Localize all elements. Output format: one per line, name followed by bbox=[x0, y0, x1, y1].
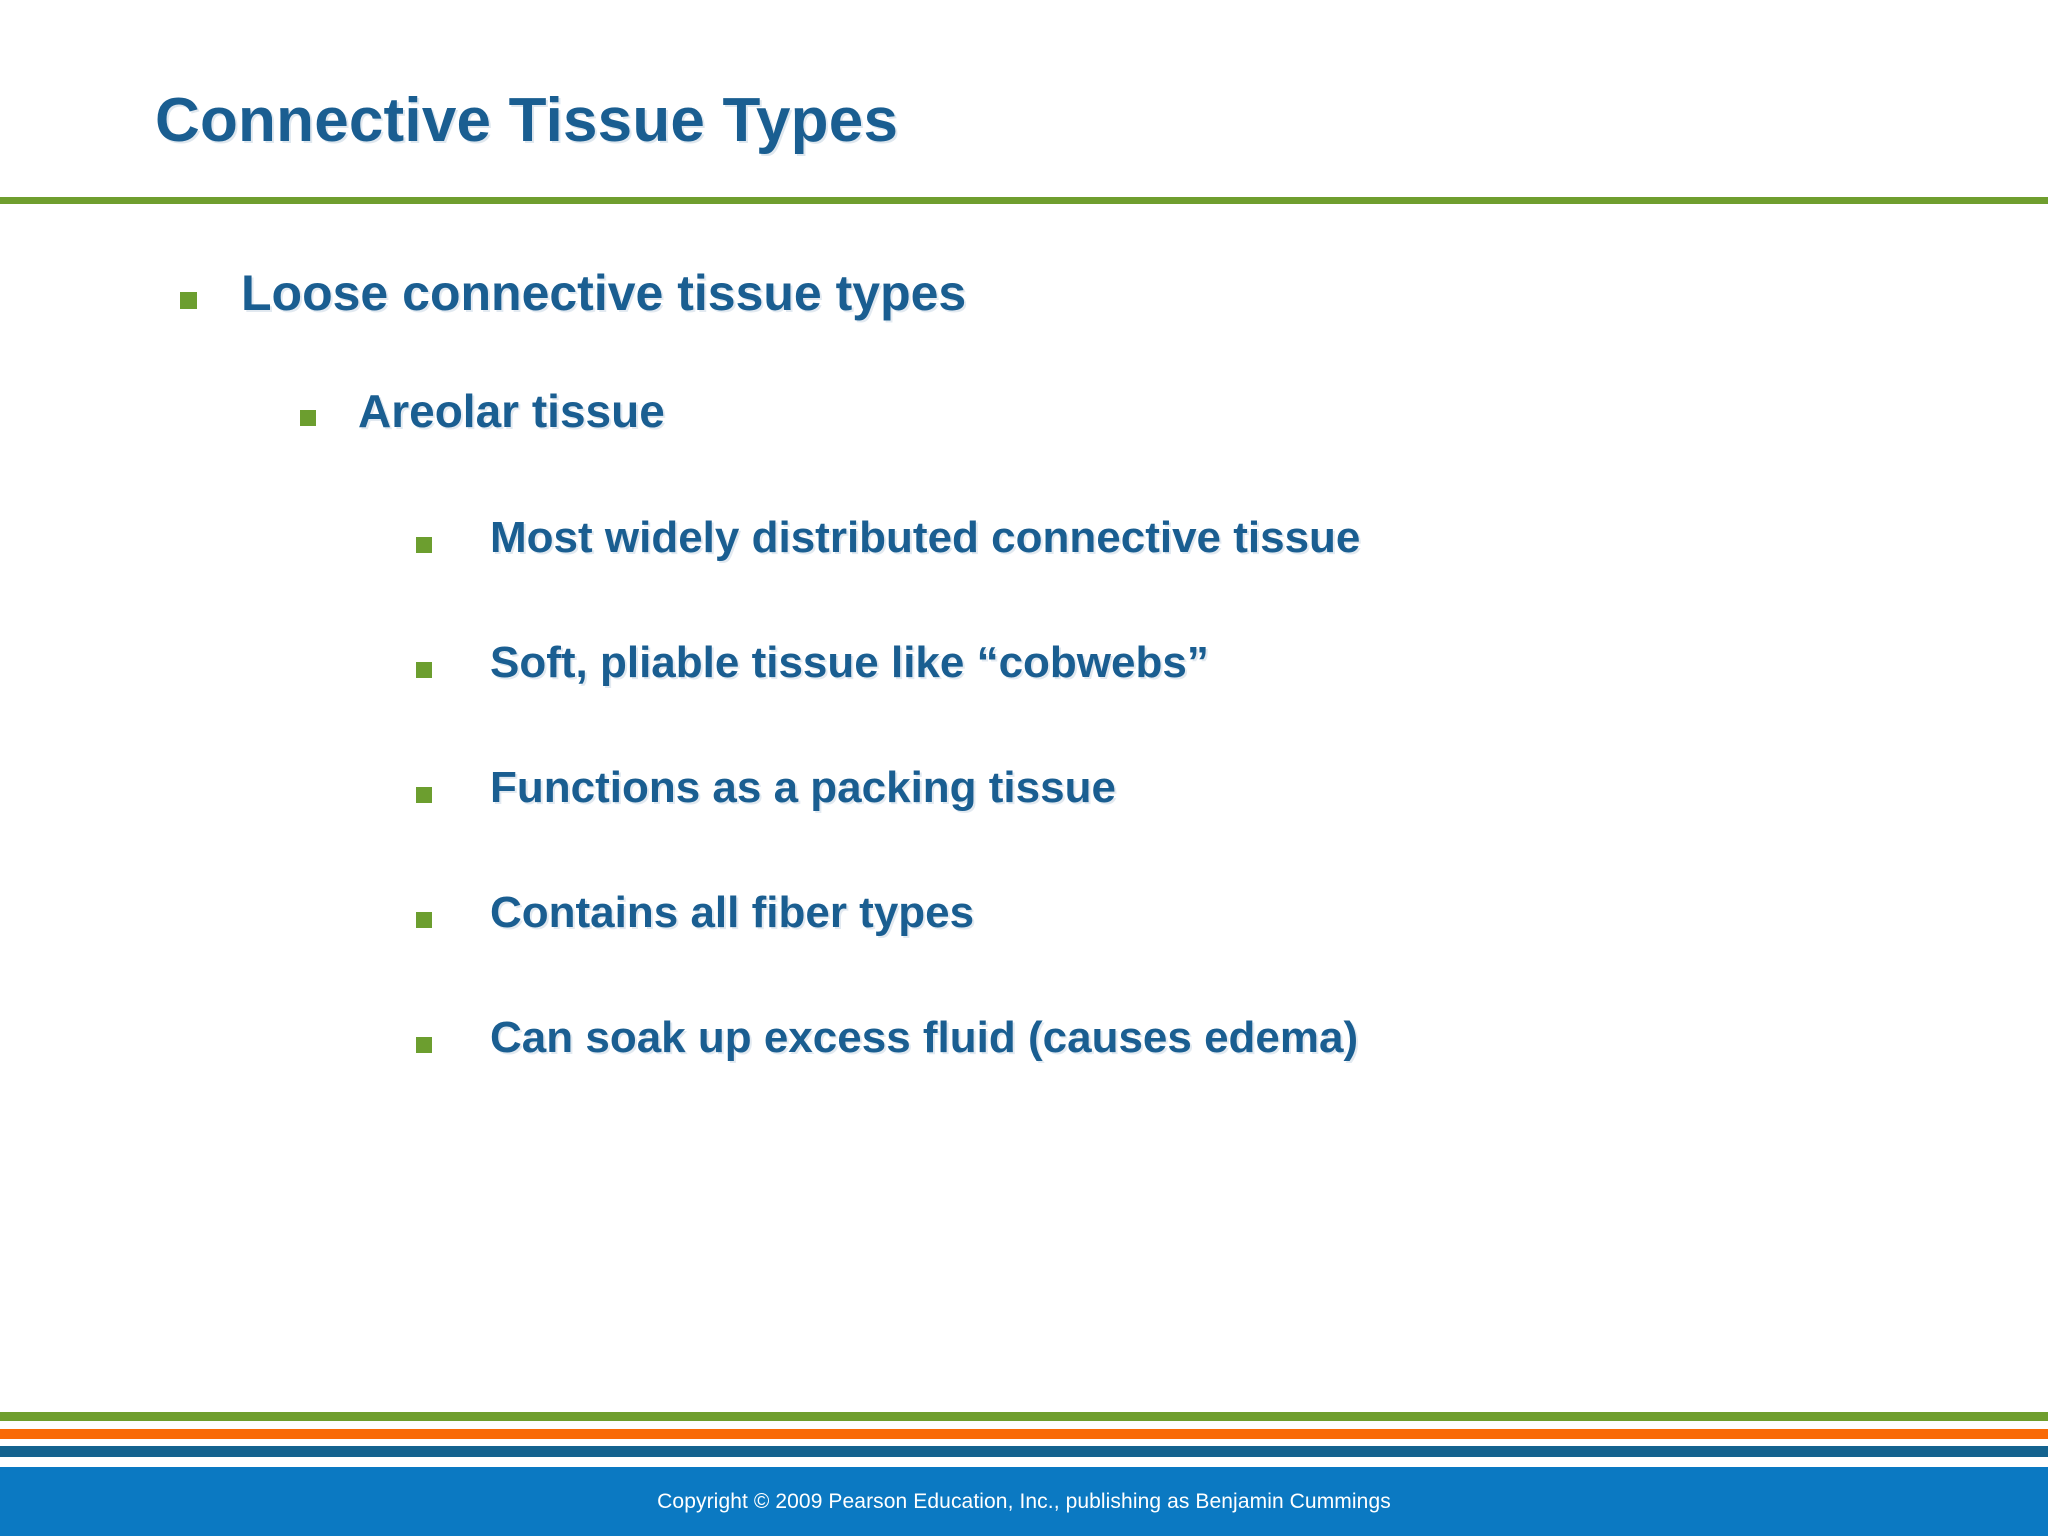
copyright-notice: Copyright © 2009 Pearson Education, Inc.… bbox=[657, 1490, 1391, 1513]
bullet-text: Contains all fiber types bbox=[490, 888, 975, 937]
footer-rule-orange bbox=[0, 1429, 2048, 1439]
green-square-bullet-icon bbox=[416, 1037, 432, 1053]
bullet-item-level3: Can soak up excess fluid (causes edema) bbox=[416, 1016, 1358, 1060]
bullet-item-level1: Loose connective tissue types bbox=[180, 268, 966, 318]
bullet-item-level2: Areolar tissue bbox=[300, 388, 665, 434]
bullet-text: Areolar tissue bbox=[358, 385, 665, 437]
bullet-text: Most widely distributed connective tissu… bbox=[490, 513, 1361, 562]
green-square-bullet-icon bbox=[416, 662, 432, 678]
green-square-bullet-icon bbox=[300, 410, 316, 426]
bullet-item-level3: Soft, pliable tissue like “cobwebs” bbox=[416, 641, 1209, 685]
bullet-text: Soft, pliable tissue like “cobwebs” bbox=[490, 638, 1209, 687]
slide-body: Loose connective tissue types Areolar ti… bbox=[0, 248, 2048, 1368]
green-square-bullet-icon bbox=[180, 292, 197, 309]
bullet-text: Can soak up excess fluid (causes edema) bbox=[490, 1013, 1359, 1062]
green-square-bullet-icon bbox=[416, 787, 432, 803]
title-divider-rule bbox=[0, 197, 2048, 204]
footer-rule-green bbox=[0, 1412, 2048, 1421]
bullet-item-level3: Contains all fiber types bbox=[416, 891, 974, 935]
green-square-bullet-icon bbox=[416, 537, 432, 553]
bullet-item-level3: Functions as a packing tissue bbox=[416, 766, 1116, 810]
footer-band bbox=[0, 1467, 2048, 1536]
page-title: Connective Tissue Types bbox=[155, 86, 899, 155]
green-square-bullet-icon bbox=[416, 912, 432, 928]
bullet-item-level3: Most widely distributed connective tissu… bbox=[416, 516, 1360, 560]
slide-title-area: Connective Tissue Types bbox=[0, 88, 2048, 198]
footer-rule-navy bbox=[0, 1446, 2048, 1457]
bullet-text: Loose connective tissue types bbox=[241, 265, 967, 321]
bullet-text: Functions as a packing tissue bbox=[490, 763, 1116, 812]
